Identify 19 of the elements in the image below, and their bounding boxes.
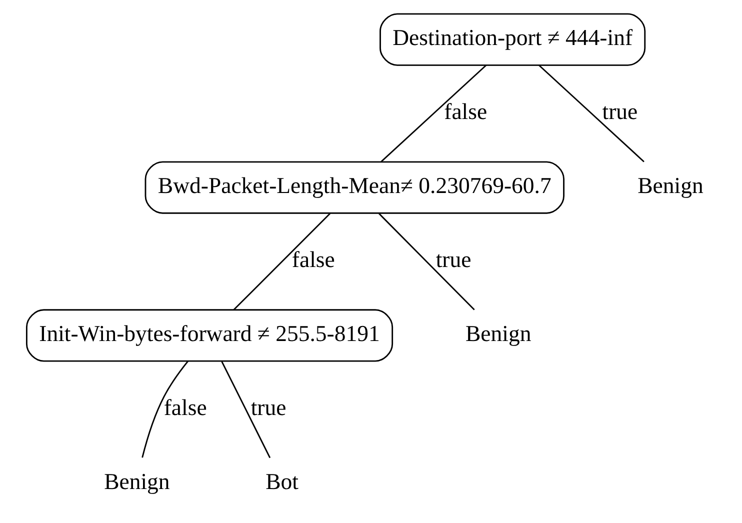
connector xyxy=(380,64,487,162)
connector xyxy=(221,361,271,458)
edge-label: true xyxy=(602,98,638,124)
node-text: Benign xyxy=(104,468,170,494)
node-box: Init-Win-bytes-forward ≠ 255.5-8191 xyxy=(26,309,394,362)
connector xyxy=(233,213,331,310)
edge-label: true xyxy=(250,394,286,420)
connector xyxy=(142,360,189,458)
edge-label: false xyxy=(444,98,488,124)
node-text: Benign xyxy=(465,320,532,346)
connector xyxy=(378,213,475,310)
edge-label: false xyxy=(164,394,207,420)
edge-label: true xyxy=(436,246,472,272)
node-text: Bot xyxy=(266,468,299,494)
edge-label: false xyxy=(292,246,335,272)
node-box: Destination-port ≠ 444-inf xyxy=(380,13,646,66)
node-text: Benign xyxy=(638,172,704,198)
node-box: Bwd-Packet-Length-Mean≠ 0.230769-60.7 xyxy=(144,161,564,214)
connector xyxy=(538,64,644,162)
